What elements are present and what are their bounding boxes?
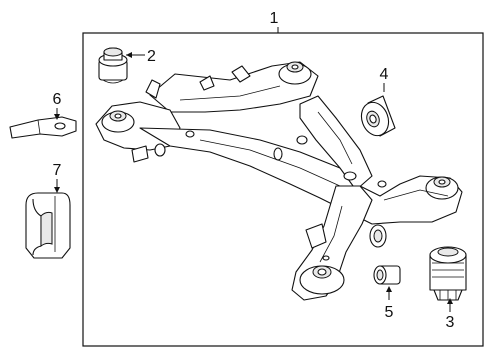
mount-part-3 [429, 246, 467, 301]
subframe-assembly [95, 61, 463, 301]
bushing-part-2 [98, 47, 128, 84]
assembly-frame-box [82, 32, 484, 347]
bracket-part-6 [9, 116, 77, 139]
bushing-part-5 [373, 265, 401, 285]
bushing-part-4 [360, 95, 396, 137]
callout-4: 4 [380, 66, 389, 83]
callout-7: 7 [53, 162, 62, 179]
callout-5: 5 [385, 304, 394, 321]
mount-part-7 [25, 192, 71, 259]
callout-6: 6 [53, 91, 62, 108]
callout-3: 3 [446, 314, 455, 331]
callout-1: 1 [270, 10, 279, 27]
callout-2: 2 [147, 48, 156, 65]
